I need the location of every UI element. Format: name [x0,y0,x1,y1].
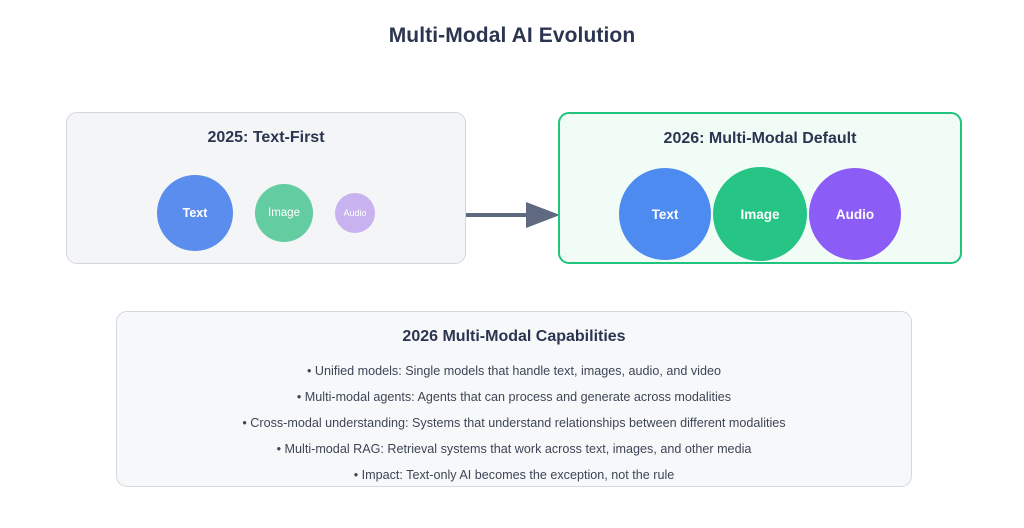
modality-label-audio-2026: Audio [835,206,875,222]
stage-title-2025: 2025: Text-First [207,129,325,146]
capabilities-list: • Unified models: Single models that han… [117,358,911,488]
capability-item: • Multi-modal RAG: Retrieval systems tha… [276,442,752,456]
modality-label-image-2025: Image [268,207,300,219]
modality-circle-audio-2026: Audio [809,168,901,260]
capabilities-panel: 2026 Multi-Modal Capabilities • Unified … [116,311,912,487]
modality-label-image-2026: Image [740,206,780,222]
page-title: Multi-Modal AI Evolution [388,24,636,47]
capability-item: • Impact: Text-only AI becomes the excep… [353,468,675,482]
stage-title-2026: 2026: Multi-Modal Default [663,130,857,147]
capability-item: • Unified models: Single models that han… [307,364,721,378]
stage-panel-2025: 2025: Text-First Text Image Audio [66,112,466,264]
capabilities-title: 2026 Multi-Modal Capabilities [402,328,626,345]
modality-label-audio-2025: Audio [343,208,367,218]
modality-group-2025: Text Image Audio [67,163,465,263]
modality-circle-text-2026: Text [619,168,711,260]
modality-circle-audio-2025: Audio [335,193,375,233]
modality-label-text-2025: Text [182,206,208,220]
modality-group-2026: Text Image Audio [560,164,960,264]
capability-item: • Cross-modal understanding: Systems tha… [242,416,786,430]
capability-item: • Multi-modal agents: Agents that can pr… [296,390,732,404]
modality-circle-image-2026: Image [713,167,807,261]
modality-label-text-2026: Text [651,206,679,222]
modality-circle-image-2025: Image [255,184,313,242]
transition-arrow-icon [466,202,560,228]
stage-panel-2026: 2026: Multi-Modal Default Text Image Aud… [558,112,962,264]
modality-circle-text-2025: Text [157,175,233,251]
